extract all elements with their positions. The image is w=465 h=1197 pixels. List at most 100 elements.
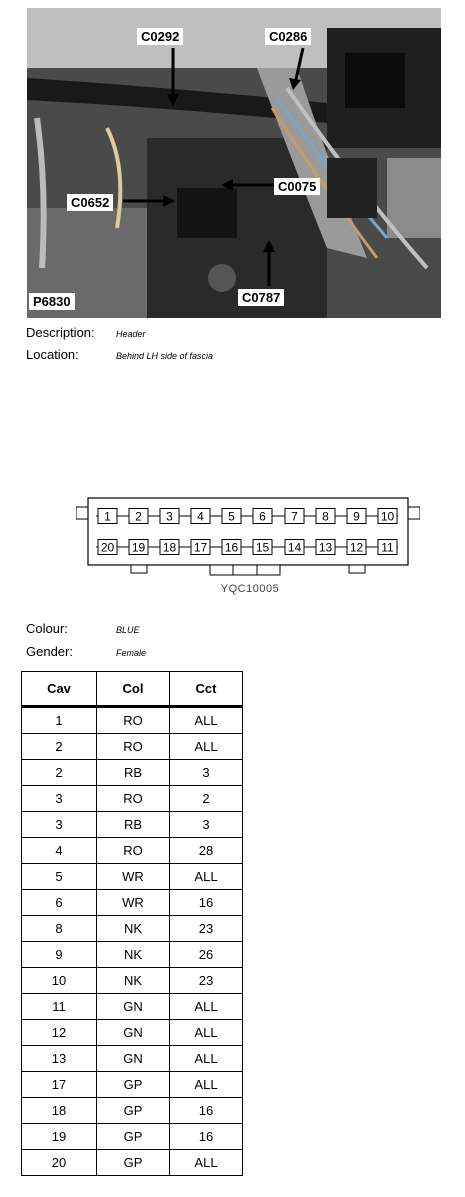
cell-col: RO [96, 785, 170, 812]
header-cav: Cav [21, 671, 97, 708]
cell-cav: 20 [21, 1149, 97, 1176]
cell-cav: 13 [21, 1045, 97, 1072]
callout-label: C0075 [274, 178, 321, 195]
callout-label: C0787 [238, 289, 285, 306]
description-value: Header [116, 329, 146, 339]
cell-cct: 16 [169, 1123, 243, 1150]
cell-cav: 3 [21, 785, 97, 812]
cell-col: RB [96, 811, 170, 838]
cell-cct: ALL [169, 1019, 243, 1046]
photo-scene [27, 8, 441, 318]
cell-cct: 16 [169, 1097, 243, 1124]
cell-cav: 8 [21, 915, 97, 942]
cell-cav: 4 [21, 837, 97, 864]
cell-col: GP [96, 1071, 170, 1098]
pin-cavity [190, 539, 211, 555]
cell-col: NK [96, 967, 170, 994]
pin-cavity [252, 508, 273, 524]
photo-reference: P6830 [29, 293, 75, 310]
pin-number: 4 [197, 510, 204, 524]
pin-number: 20 [101, 541, 115, 555]
description-label: Description: [26, 325, 95, 340]
cell-cct: 2 [169, 785, 243, 812]
cell-cav: 5 [21, 863, 97, 890]
pin-cavity [377, 539, 398, 555]
connector-location-photo: C0292 C0286 C0652 C0075 C0787 P6830 [27, 8, 441, 318]
cell-cct: ALL [169, 733, 243, 760]
pin-cavity [346, 508, 367, 524]
connector-code: YQC10005 [220, 583, 280, 595]
pin-number: 15 [256, 541, 270, 555]
cell-cct: ALL [169, 1045, 243, 1072]
callout-label: C0292 [137, 28, 184, 45]
colour-label: Colour: [26, 621, 68, 636]
header-col: Col [96, 671, 170, 708]
cell-cav: 9 [21, 941, 97, 968]
cell-cav: 1 [21, 706, 97, 734]
location-label: Location: [26, 347, 79, 362]
callout-label: C0652 [67, 194, 114, 211]
cell-cav: 2 [21, 759, 97, 786]
pin-number: 3 [166, 510, 173, 524]
cell-cct: 28 [169, 837, 243, 864]
cell-col: NK [96, 941, 170, 968]
cell-cav: 11 [21, 993, 97, 1020]
pin-number: 8 [322, 510, 329, 524]
pin-cavity [284, 539, 305, 555]
cell-col: NK [96, 915, 170, 942]
pin-cavity [221, 539, 242, 555]
pin-cavity [315, 539, 336, 555]
cell-cav: 12 [21, 1019, 97, 1046]
description-row: Description: Header [26, 325, 146, 340]
cell-cav: 18 [21, 1097, 97, 1124]
cell-cct: ALL [169, 706, 243, 734]
pin-number: 19 [132, 541, 146, 555]
pin-cavity [252, 539, 273, 555]
pin-cavity [315, 508, 336, 524]
pin-cavity [190, 508, 211, 524]
pin-number: 11 [381, 541, 394, 555]
pin-number: 7 [291, 510, 298, 524]
pin-number: 5 [228, 510, 235, 524]
pin-number: 10 [381, 510, 395, 524]
cell-cav: 17 [21, 1071, 97, 1098]
cell-col: GN [96, 1019, 170, 1046]
cell-col: RB [96, 759, 170, 786]
pin-number: 16 [225, 541, 239, 555]
cell-col: GP [96, 1097, 170, 1124]
pin-number: 14 [288, 541, 302, 555]
pin-number: 2 [135, 510, 142, 524]
colour-row: Colour: BLUE [26, 621, 140, 636]
cell-cct: 26 [169, 941, 243, 968]
cell-cav: 6 [21, 889, 97, 916]
cell-col: WR [96, 889, 170, 916]
cell-col: RO [96, 837, 170, 864]
pin-cavity [128, 508, 149, 524]
cell-col: GP [96, 1149, 170, 1176]
colour-value: BLUE [116, 625, 140, 635]
pin-cavity [284, 508, 305, 524]
cell-cav: 10 [21, 967, 97, 994]
location-value: Behind LH side of fascia [116, 351, 214, 361]
cell-cct: 23 [169, 915, 243, 942]
cell-col: GN [96, 993, 170, 1020]
gender-value: Female [116, 648, 147, 658]
pin-number: 17 [194, 541, 208, 555]
pin-number: 12 [350, 541, 364, 555]
cell-col: GN [96, 1045, 170, 1072]
pin-number: 6 [259, 510, 266, 524]
pin-number: 9 [353, 510, 360, 524]
